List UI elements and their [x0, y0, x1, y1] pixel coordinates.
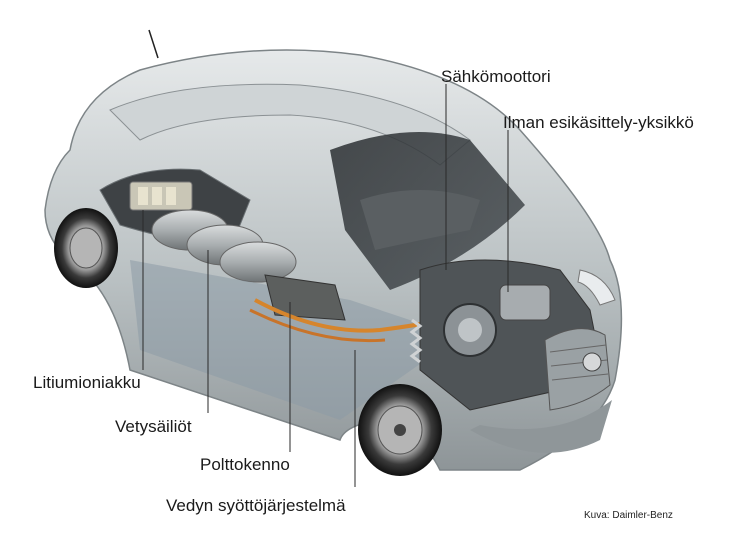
- label-electric-motor: Sähkömoottori: [441, 67, 551, 86]
- battery-cell: [152, 187, 162, 205]
- headlight: [577, 269, 616, 306]
- orange-cable: [249, 308, 386, 343]
- mercedes-star-logo: [582, 352, 602, 372]
- antenna: [148, 29, 159, 59]
- front-wheel: [358, 384, 442, 476]
- front-bumper: [470, 400, 612, 453]
- battery-cell: [138, 187, 148, 205]
- suspension-spring: [409, 318, 423, 364]
- label-fuel-cell: Polttokenno: [200, 455, 290, 474]
- battery-cell: [166, 187, 176, 205]
- label-hydrogen-tanks: Vetysäiliöt: [115, 417, 192, 436]
- fuel-cell-stack: [264, 274, 346, 321]
- motor-hub: [458, 318, 482, 342]
- label-lithium-ion-battery: Litiumioniakku: [33, 373, 141, 392]
- hydrogen-tank: [219, 241, 297, 283]
- label-air-preprocessing-unit: Ilman esikäsittely-yksikkö: [503, 113, 694, 132]
- label-hydrogen-feed-system: Vedyn syöttöjärjestelmä: [166, 496, 346, 515]
- image-credit: Kuva: Daimler-Benz: [584, 510, 673, 521]
- grille-bar: [551, 373, 609, 381]
- grille-bar: [549, 344, 607, 353]
- air-module: [499, 284, 551, 321]
- front-grille: [544, 328, 611, 411]
- leader-lines: [142, 84, 509, 487]
- rear-wheel: [54, 208, 118, 288]
- dashboard: [360, 190, 480, 250]
